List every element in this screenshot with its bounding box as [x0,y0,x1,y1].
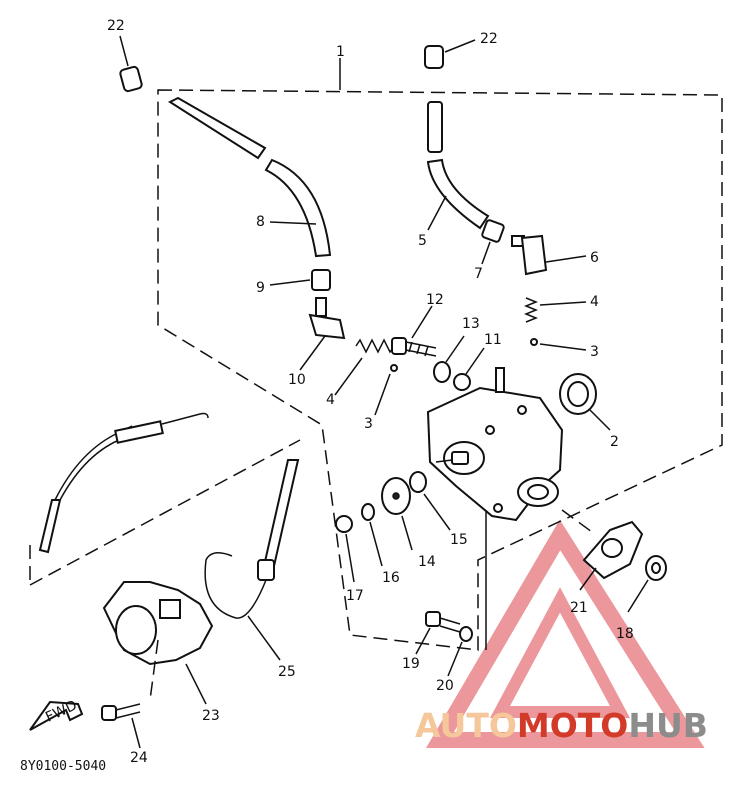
callout-13: 13 [462,316,480,332]
gear-part-14 [381,477,413,551]
fitting-part-6 [511,234,587,276]
callout-7: 7 [474,266,483,282]
callout-10: 10 [288,372,306,388]
watermark-hub: HUB [628,706,708,745]
clip-part-9 [269,269,331,291]
washer-part-18 [627,555,667,613]
callout-3-right: 3 [590,344,599,360]
assembly-outline-main [157,89,723,651]
forward-direction-arrow: FWD [29,697,84,731]
watermark-moto: MOTO [517,706,628,745]
callout-12: 12 [426,292,444,308]
callout-14: 14 [418,554,436,570]
callout-19: 19 [402,656,420,672]
callout-17: 17 [346,588,364,604]
callout-6: 6 [590,250,599,266]
screw-part-19 [415,611,461,655]
cap-part-22-right [424,39,476,69]
callout-22-left: 22 [107,18,125,34]
cap-part-22-left [119,35,143,93]
ball-part-3-right [530,338,587,351]
callout-8: 8 [256,214,265,230]
watermark-logo [426,519,705,748]
pin-part-16 [361,503,383,567]
callout-18: 18 [616,626,634,642]
washer-part-13 [433,335,465,383]
callout-23: 23 [202,708,220,724]
callout-3-left: 3 [364,416,373,432]
callout-2: 2 [610,434,619,450]
callout-11: 11 [484,332,502,348]
callout-9: 9 [256,280,265,296]
oil-pump-body [426,367,564,650]
callout-24: 24 [130,750,148,766]
callout-16: 16 [382,570,400,586]
pump-cover-part-23 [102,581,214,705]
oil-seal-part-2 [559,373,611,431]
callout-20: 20 [436,678,454,694]
nut-part-11 [453,347,485,391]
screw-part-12 [391,305,437,357]
diagram-code: 8Y0100-5040 [20,759,106,774]
nut-part-17 [335,515,355,583]
hose-part-5 [426,101,490,231]
spring-part-4-left [334,338,397,396]
screw-part-24 [101,703,141,749]
cable-part-left [38,412,209,554]
callout-5: 5 [418,233,427,249]
washer-part-20 [447,626,473,677]
callout-21: 21 [570,600,588,616]
cable-part-25 [204,459,300,661]
callout-4-left: 4 [326,392,335,408]
spring-part-4-right [523,297,587,323]
watermark-text: AUTOMOTOHUB [415,706,708,745]
gasket-part-21 [561,509,644,591]
hose-part-8 [167,96,332,258]
assembly-outline-lower [29,439,301,586]
fitting-part-10 [299,297,346,371]
callout-22-right: 22 [480,31,498,47]
callout-4-right: 4 [590,294,599,310]
callout-15: 15 [450,532,468,548]
clip-part-7 [481,219,505,265]
callout-25: 25 [278,664,296,680]
callout-1: 1 [336,44,345,60]
watermark-auto: AUTO [415,706,517,745]
ball-part-3-left [374,364,398,416]
washer-part-15 [409,471,451,531]
fwd-label: FWD [43,697,79,725]
